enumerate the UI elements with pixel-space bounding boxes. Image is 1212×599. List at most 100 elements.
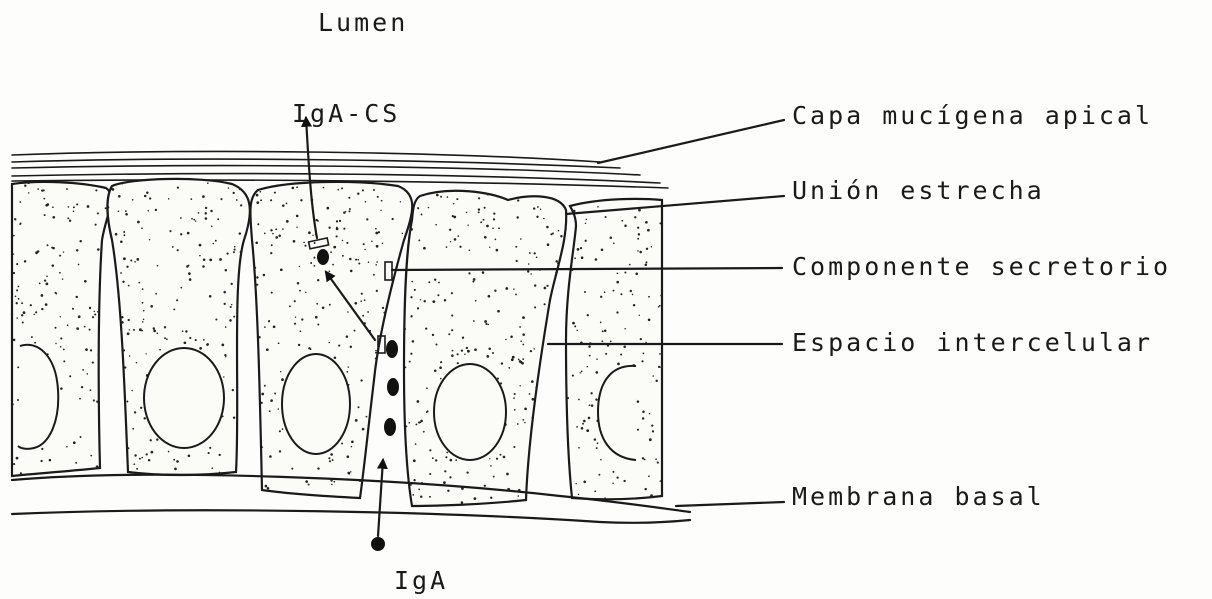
speckle <box>278 235 281 238</box>
speckle <box>177 249 179 251</box>
speckle <box>172 246 174 248</box>
speckle <box>75 462 77 464</box>
speckle <box>432 300 435 303</box>
speckle <box>408 422 410 424</box>
speckle <box>522 358 524 360</box>
speckle <box>371 240 373 242</box>
speckle <box>620 353 622 355</box>
speckle <box>300 330 302 332</box>
speckle <box>475 300 477 302</box>
speckle <box>438 282 440 284</box>
speckle <box>364 249 365 250</box>
speckle <box>115 233 118 236</box>
speckle <box>11 313 13 315</box>
speckle <box>52 216 55 219</box>
speckle <box>127 332 130 335</box>
speckle <box>232 389 234 391</box>
speckle <box>544 287 547 290</box>
speckle <box>457 353 459 355</box>
speckle <box>511 358 514 361</box>
speckle <box>594 438 596 440</box>
speckle <box>76 203 78 205</box>
speckle <box>658 306 660 308</box>
speckle <box>413 459 416 462</box>
speckle <box>417 207 419 209</box>
speckle <box>269 455 272 458</box>
speckle <box>155 209 157 211</box>
speckle <box>638 209 641 212</box>
speckle <box>362 428 365 431</box>
speckle <box>410 296 412 298</box>
speckle <box>126 401 128 403</box>
speckle <box>291 468 293 470</box>
speckle <box>375 264 377 266</box>
speckle <box>56 293 58 295</box>
speckle <box>480 221 482 223</box>
speckle <box>421 213 423 215</box>
iga-dot-3 <box>384 418 396 436</box>
speckle <box>391 218 393 220</box>
speckle <box>87 373 89 375</box>
speckle <box>199 244 202 247</box>
iga-dot-2 <box>387 378 399 396</box>
speckle <box>332 264 334 266</box>
speckle <box>496 458 498 460</box>
speckle <box>519 360 522 363</box>
speckle <box>233 192 235 194</box>
speckle <box>632 294 634 296</box>
speckle <box>347 311 349 313</box>
speckle <box>59 255 61 257</box>
speckle <box>604 329 607 332</box>
capa-mucigena-label: Capa mucígena apical <box>792 101 1153 130</box>
speckle <box>510 336 512 339</box>
speckle <box>661 353 662 354</box>
speckle <box>492 352 494 354</box>
speckle <box>439 366 442 369</box>
speckle <box>136 258 139 261</box>
speckle <box>188 455 191 458</box>
speckle <box>205 217 208 220</box>
speckle <box>308 231 311 234</box>
speckle <box>642 457 644 459</box>
speckle <box>366 218 368 220</box>
speckle <box>655 380 657 382</box>
speckle <box>572 375 574 377</box>
speckle <box>515 293 517 295</box>
speckle <box>173 308 175 310</box>
speckle <box>347 472 350 475</box>
speckle <box>350 346 352 348</box>
speckle <box>223 291 226 294</box>
speckle <box>224 354 226 356</box>
speckle <box>552 232 554 234</box>
speckle <box>229 319 232 322</box>
speckle <box>417 400 420 403</box>
speckle <box>586 219 588 221</box>
speckle <box>271 292 273 294</box>
speckle <box>557 262 559 264</box>
speckle <box>355 419 358 422</box>
speckle <box>360 379 362 381</box>
speckle <box>595 371 598 374</box>
speckle <box>486 225 489 228</box>
speckle <box>199 347 202 350</box>
speckle <box>457 362 459 364</box>
speckle <box>294 300 296 302</box>
speckle <box>412 494 414 496</box>
speckle <box>591 404 594 407</box>
speckle <box>646 261 648 263</box>
speckle <box>153 327 155 329</box>
speckle <box>301 318 303 320</box>
speckle <box>524 408 527 411</box>
speckle <box>45 303 48 306</box>
speckle <box>270 252 272 254</box>
speckle <box>639 315 640 316</box>
speckle <box>55 343 56 344</box>
speckle <box>484 320 487 323</box>
speckle <box>432 334 434 336</box>
speckle <box>43 189 45 191</box>
speckle <box>583 481 586 484</box>
speckle <box>535 387 537 389</box>
speckle <box>329 460 331 462</box>
speckle <box>90 389 92 391</box>
